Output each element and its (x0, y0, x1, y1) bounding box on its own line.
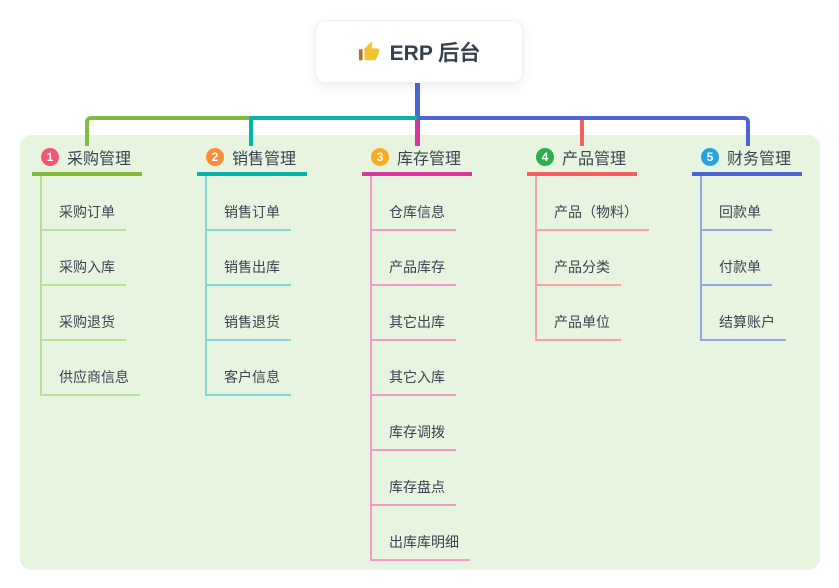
child-node[interactable]: 采购入库 (42, 231, 126, 286)
child-node[interactable]: 销售出库 (207, 231, 291, 286)
child-node-label: 采购入库 (59, 259, 115, 275)
branches-panel (20, 135, 820, 570)
root-node[interactable]: ERP 后台 (315, 20, 523, 83)
branch-node-title[interactable]: 2 销售管理 (197, 146, 307, 176)
branch-node-title[interactable]: 5 财务管理 (692, 146, 802, 176)
child-node-label: 销售出库 (224, 259, 280, 275)
branch-node-label: 财务管理 (727, 150, 792, 168)
child-node-label: 销售退货 (224, 314, 280, 330)
child-node[interactable]: 产品（物料） (537, 176, 649, 231)
branch-children: 销售订单销售出库销售退货客户信息 (205, 176, 307, 396)
connector-drop-inventory (415, 120, 420, 146)
child-node-label: 付款单 (719, 259, 761, 275)
child-node-label: 产品分类 (554, 259, 610, 275)
branch-children: 产品（物料） 产品分类产品单位 (535, 176, 649, 341)
branch-2: 2 销售管理销售订单销售出库销售退货客户信息 (197, 146, 307, 396)
child-node-label: 库存调拨 (389, 424, 445, 440)
child-node-label: 产品（物料） (554, 204, 638, 220)
connector-root-drop (415, 82, 420, 120)
connector-bus-mid (249, 116, 417, 146)
branch-node-label: 产品管理 (562, 150, 627, 168)
branch-children: 仓库信息产品库存其它出库其它入库库存调拨库存盘点出库库明细 (370, 176, 472, 561)
child-node-label: 其它出库 (389, 314, 445, 330)
branch-children: 采购订单采购入库采购退货供应商信息 (40, 176, 142, 396)
branch-node-label: 库存管理 (397, 150, 462, 168)
child-node[interactable]: 产品分类 (537, 231, 621, 286)
thumbs-up-icon (358, 41, 380, 63)
child-node[interactable]: 其它入库 (372, 341, 456, 396)
child-node[interactable]: 采购订单 (42, 176, 126, 231)
branch-5: 5 财务管理回款单付款单结算账户 (692, 146, 802, 341)
child-node-label: 供应商信息 (59, 369, 129, 385)
child-node-label: 产品库存 (389, 259, 445, 275)
child-node[interactable]: 库存盘点 (372, 451, 456, 506)
child-node[interactable]: 销售订单 (207, 176, 291, 231)
child-node[interactable]: 仓库信息 (372, 176, 456, 231)
child-node-label: 产品单位 (554, 314, 610, 330)
child-node[interactable]: 产品库存 (372, 231, 456, 286)
branch-node-label: 采购管理 (67, 150, 132, 168)
child-node[interactable]: 采购退货 (42, 286, 126, 341)
connector-bus-right (417, 116, 750, 146)
connector-drop-product (580, 120, 584, 146)
root-node-label: ERP 后台 (389, 41, 481, 65)
child-node-label: 其它入库 (389, 369, 445, 385)
child-node[interactable]: 库存调拨 (372, 396, 456, 451)
child-node[interactable]: 结算账户 (702, 286, 786, 341)
child-node[interactable]: 供应商信息 (42, 341, 140, 396)
branch-number-badge: 5 (701, 147, 719, 166)
child-node-label: 回款单 (719, 204, 761, 220)
child-node[interactable]: 回款单 (702, 176, 772, 231)
branch-number-badge: 2 (206, 147, 224, 166)
branch-number-badge: 1 (41, 147, 59, 166)
branch-3: 3 库存管理仓库信息产品库存其它出库其它入库库存调拨库存盘点出库库明细 (362, 146, 472, 561)
branch-number-badge: 4 (536, 147, 554, 166)
child-node[interactable]: 销售退货 (207, 286, 291, 341)
branch-4: 4 产品管理产品（物料） 产品分类产品单位 (527, 146, 649, 341)
child-node-label: 客户信息 (224, 369, 280, 385)
child-node[interactable]: 产品单位 (537, 286, 621, 341)
child-node-label: 出库库明细 (389, 534, 459, 550)
branch-1: 1 采购管理采购订单采购入库采购退货供应商信息 (32, 146, 142, 396)
branch-node-title[interactable]: 4 产品管理 (527, 146, 637, 176)
child-node[interactable]: 付款单 (702, 231, 772, 286)
child-node-label: 库存盘点 (389, 479, 445, 495)
child-node[interactable]: 出库库明细 (372, 506, 470, 561)
connector-bus-left (85, 116, 251, 146)
child-node-label: 销售订单 (224, 204, 280, 220)
child-node-label: 采购订单 (59, 204, 115, 220)
branch-node-title[interactable]: 1 采购管理 (32, 146, 142, 176)
child-node-label: 结算账户 (719, 314, 775, 330)
branch-children: 回款单付款单结算账户 (700, 176, 802, 341)
child-node[interactable]: 其它出库 (372, 286, 456, 341)
branch-node-title[interactable]: 3 库存管理 (362, 146, 472, 176)
branch-number-badge: 3 (371, 147, 389, 166)
child-node[interactable]: 客户信息 (207, 341, 291, 396)
branch-node-label: 销售管理 (232, 150, 297, 168)
child-node-label: 采购退货 (59, 314, 115, 330)
child-node-label: 仓库信息 (389, 204, 445, 220)
